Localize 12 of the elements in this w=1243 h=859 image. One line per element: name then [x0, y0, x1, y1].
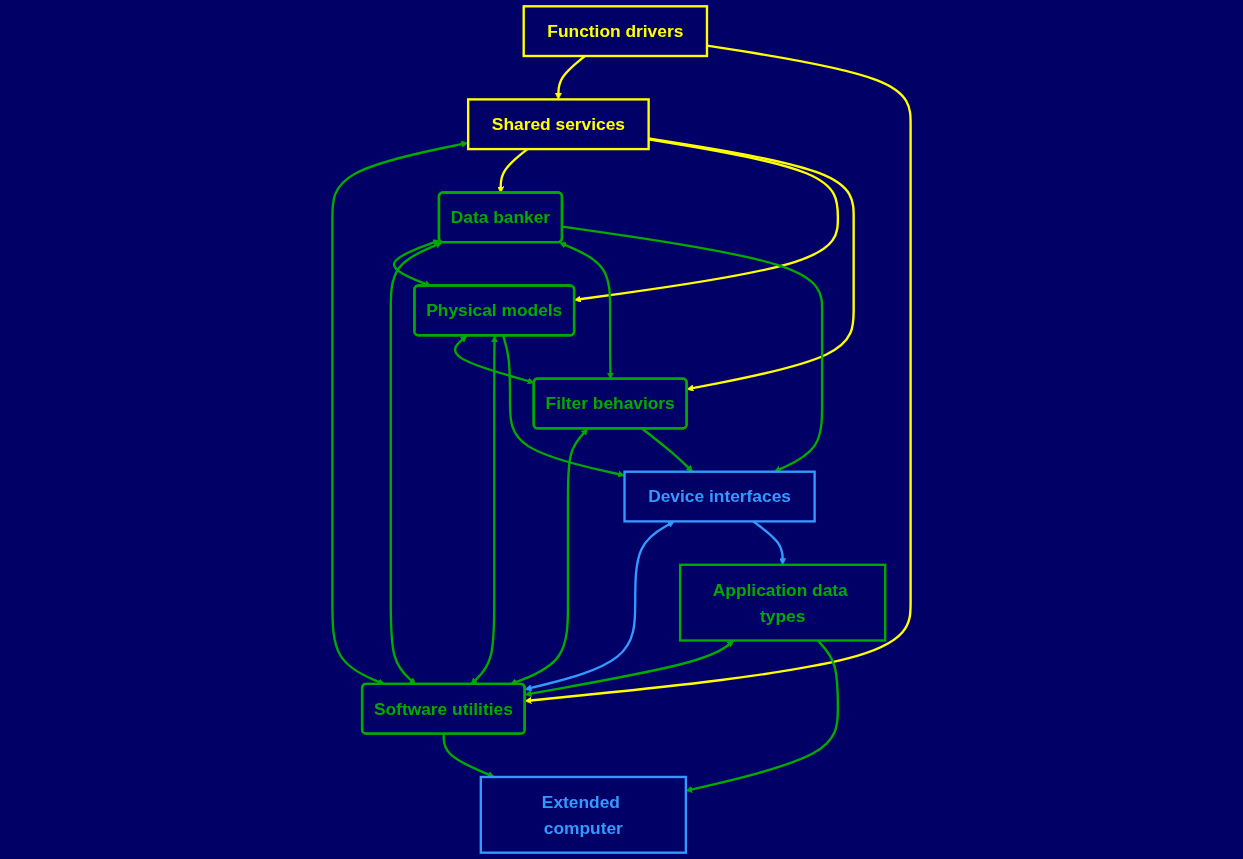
node-box: Device interfaces	[623, 470, 816, 523]
node-box: Application data types	[678, 563, 887, 642]
arrow	[574, 138, 840, 303]
arrow	[454, 335, 535, 385]
arrow	[524, 521, 675, 692]
arrow	[648, 137, 855, 392]
arrow	[524, 640, 735, 698]
node-box: Extended computer	[479, 775, 688, 854]
arrow	[524, 44, 912, 704]
node-box: Shared services	[467, 98, 650, 151]
arrow	[501, 335, 625, 478]
node-box: Function drivers	[522, 5, 709, 58]
